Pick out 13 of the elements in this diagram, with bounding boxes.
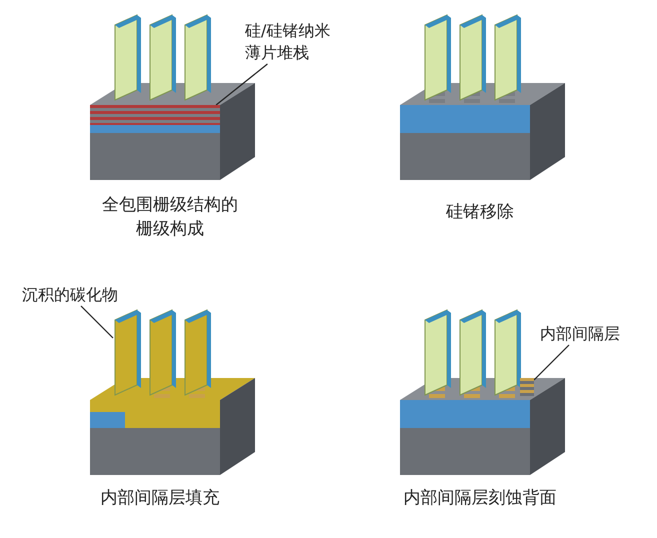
callout-text: 硅/硅锗纳米薄片堆栈: [245, 20, 345, 64]
leader-line: [534, 344, 570, 380]
coated-fin: [113, 308, 143, 398]
callout-text: 沉积的碳化物: [22, 284, 118, 306]
leader-line: [216, 64, 268, 106]
step-caption: 全包围栅级结构的栅级构成: [101, 194, 239, 241]
leader-line: [80, 306, 114, 338]
step-caption: 内部间隔层填充: [100, 487, 220, 510]
inner-spacer: [520, 378, 534, 396]
callout-text: 内部间隔层: [540, 323, 620, 345]
step-caption: 内部间隔层刻蚀背面: [402, 487, 558, 510]
nanosheet-stack: [90, 105, 220, 125]
step-caption: 硅锗移除: [445, 201, 515, 224]
